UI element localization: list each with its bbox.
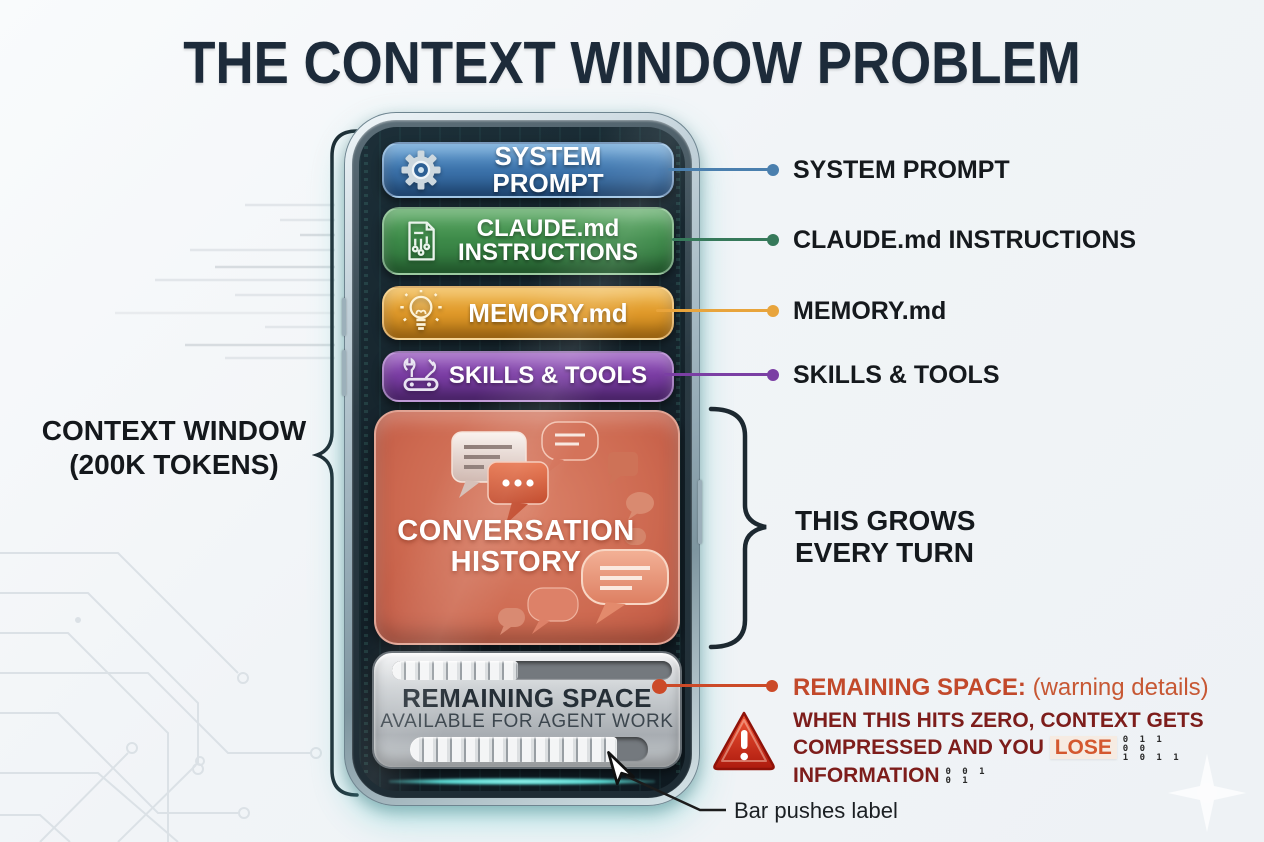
section-claude-md: CLAUDE.md INSTRUCTIONS bbox=[382, 207, 674, 275]
callout-label-skills-tools: SKILLS & TOOLS bbox=[793, 361, 1000, 389]
callout-dot-skills-tools bbox=[767, 369, 779, 381]
grows-brace bbox=[708, 406, 767, 650]
warning-body-line2: COMPRESSED AND YOU bbox=[793, 736, 1050, 759]
section-label: CLAUDE.md bbox=[476, 214, 620, 242]
callout-line-claude-md bbox=[672, 238, 770, 241]
section-memory-md: MEMORY.md bbox=[382, 286, 674, 340]
warning-callout-line bbox=[660, 684, 770, 687]
grows-label-line1: THIS GROWS bbox=[795, 505, 976, 536]
cursor-arrow-icon bbox=[607, 751, 635, 786]
matrix-code-decoration bbox=[364, 137, 368, 781]
warning-callout-dot-left bbox=[652, 679, 667, 694]
lightbulb-icon bbox=[400, 290, 442, 330]
callout-dot-claude-md bbox=[767, 234, 779, 246]
bottom-progress-bar bbox=[410, 737, 648, 762]
top-progress-bar bbox=[392, 661, 672, 680]
phone-side-button bbox=[698, 480, 702, 544]
gear-icon bbox=[401, 150, 441, 190]
warning-body: WHEN THIS HITS ZERO, CONTEXT GETS COMPRE… bbox=[793, 707, 1204, 789]
section-system-prompt: SYSTEM PROMPT bbox=[382, 142, 674, 198]
warning-triangle-icon bbox=[713, 711, 775, 771]
circuit-document-icon bbox=[408, 221, 435, 261]
section-skills-tools: SKILLS & TOOLS bbox=[382, 351, 674, 402]
screen-glow-decoration bbox=[389, 778, 655, 785]
section-conversation-history: CONVERSATION HISTORY bbox=[374, 410, 680, 645]
warning-body-line3: INFORMATION bbox=[793, 763, 940, 787]
lose-highlight: LOSE bbox=[1049, 736, 1117, 759]
chat-bubbles bbox=[451, 421, 669, 635]
phone-bezel: SYSTEM PROMPT CLAUDE.md INSTRUCTIONS bbox=[352, 120, 692, 798]
data-streaks-decoration bbox=[115, 203, 335, 360]
section-label: INSTRUCTIONS bbox=[458, 239, 638, 266]
glitch-digits: 0 0 1 0 1 bbox=[945, 767, 988, 787]
top-progress-fill bbox=[392, 661, 518, 680]
grows-label-line2: EVERY TURN bbox=[795, 537, 974, 568]
sparkle-decoration bbox=[1168, 754, 1246, 832]
section-label: MEMORY.md bbox=[468, 297, 628, 328]
grows-label: THIS GROWS EVERY TURN bbox=[795, 505, 975, 569]
context-window-label: CONTEXT WINDOW (200K TOKENS) bbox=[40, 414, 308, 482]
section-label: SYSTEM PROMPT bbox=[492, 141, 604, 198]
remaining-space-panel: REMAINING SPACE AVAILABLE FOR AGENT WORK bbox=[372, 651, 682, 769]
callout-label-claude-md: CLAUDE.md INSTRUCTIONS bbox=[793, 226, 1137, 254]
warning-body-line1: WHEN THIS HITS ZERO, CONTEXT GETS bbox=[793, 709, 1204, 732]
callout-label-memory-md: MEMORY.md bbox=[793, 297, 947, 325]
callout-label-system-prompt: SYSTEM PROMPT bbox=[793, 156, 1010, 184]
warning-heading-suffix: (warning details) bbox=[1025, 674, 1209, 701]
bottom-annotation-label: Bar pushes label bbox=[734, 798, 898, 823]
phone-screen: SYSTEM PROMPT CLAUDE.md INSTRUCTIONS bbox=[359, 127, 685, 791]
warning-heading: REMAINING SPACE: (warning details) bbox=[793, 674, 1209, 702]
context-window-brace bbox=[312, 129, 359, 797]
context-window-label-line2: (200K TOKENS) bbox=[69, 449, 279, 480]
warning-heading-strong: REMAINING SPACE: bbox=[793, 674, 1026, 701]
callout-dot-memory-md bbox=[767, 305, 779, 317]
remaining-space-subtitle: AVAILABLE FOR AGENT WORK bbox=[380, 711, 674, 732]
callout-dot-system-prompt bbox=[767, 164, 779, 176]
remaining-space-title: REMAINING SPACE bbox=[402, 683, 652, 713]
callout-line-memory-md bbox=[656, 309, 770, 312]
annotation-leader-line bbox=[607, 751, 726, 812]
phone-side-button bbox=[342, 350, 346, 396]
warning-callout-dot bbox=[766, 680, 778, 692]
multitool-icon bbox=[403, 357, 439, 391]
page-title: THE CONTEXT WINDOW PROBLEM bbox=[183, 29, 1081, 97]
conversation-label-line2: HISTORY bbox=[450, 546, 582, 578]
context-window-label-line1: CONTEXT WINDOW bbox=[41, 415, 307, 446]
callout-line-skills-tools bbox=[664, 373, 770, 376]
glitch-digits: 0 1 1 0 0 1 0 1 1 bbox=[1122, 734, 1182, 763]
phone-side-button bbox=[342, 298, 346, 336]
bottom-progress-fill bbox=[410, 737, 618, 762]
conversation-label-line1: CONVERSATION bbox=[397, 515, 635, 547]
section-label: SKILLS & TOOLS bbox=[448, 362, 648, 390]
callout-line-system-prompt bbox=[668, 168, 770, 171]
phone-frame: SYSTEM PROMPT CLAUDE.md INSTRUCTIONS bbox=[342, 112, 702, 806]
